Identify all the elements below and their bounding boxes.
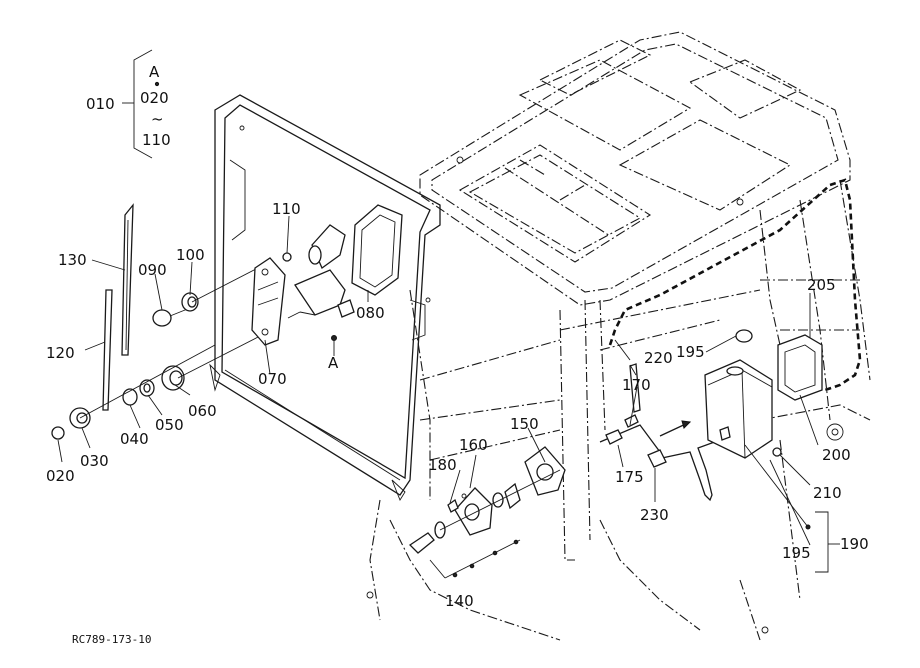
callout-180: 180	[428, 456, 457, 474]
callout-030: 030	[80, 452, 109, 470]
nozzle-body	[408, 482, 521, 554]
callout-195-top: 195	[676, 343, 705, 361]
callout-130: 130	[58, 251, 87, 269]
wiper-bushing	[181, 292, 199, 312]
washer-hose	[599, 339, 721, 502]
callout-195-bottom: 195	[782, 544, 811, 562]
leader-group-140	[444, 539, 521, 579]
callout-230: 230	[640, 506, 669, 524]
motor-cover	[351, 204, 403, 296]
callout-020: 020	[46, 467, 75, 485]
callout-070: 070	[258, 370, 287, 388]
wiper-knob	[152, 307, 191, 327]
callout-170: 170	[622, 376, 651, 394]
nozzle-screw	[447, 498, 459, 513]
bracket-group: 010 A 020 ~ 110	[86, 63, 171, 149]
label-010: 010	[86, 95, 115, 113]
label-bracket-A: A	[149, 63, 160, 81]
leader-group-140b	[429, 559, 446, 579]
callout-110: 110	[272, 200, 301, 218]
washer-tank	[704, 359, 811, 530]
label-bracket-110: 110	[142, 131, 171, 149]
callout-150: 150	[510, 415, 539, 433]
callout-120: 120	[46, 344, 75, 362]
wiper-nut	[51, 426, 65, 440]
callout-100: 100	[176, 246, 205, 264]
callout-090: 090	[138, 261, 167, 279]
wiring-harness	[608, 178, 862, 392]
wiper-arm	[102, 289, 113, 411]
leader-axis-front	[79, 344, 216, 419]
nozzle-plate	[454, 487, 493, 536]
motor-bracket	[251, 257, 286, 346]
leader-axis-nozzle	[439, 469, 561, 531]
callout-060: 060	[188, 402, 217, 420]
callout-050: 050	[155, 416, 184, 434]
flow-arrowhead	[681, 420, 692, 429]
leader-axis-upper	[191, 267, 259, 303]
tank-bracket	[777, 334, 823, 401]
callout-190: 190	[840, 535, 869, 553]
callout-040: 040	[120, 430, 149, 448]
callout-205: 205	[807, 276, 836, 294]
callout-200: 200	[822, 446, 851, 464]
hose-joint	[647, 449, 667, 468]
drawing-reference-id: RC789-173-10	[72, 633, 151, 646]
grommet	[161, 365, 185, 391]
callout-080: 080	[356, 304, 385, 322]
callout-A: A	[328, 354, 339, 372]
label-bracket-range: ~	[151, 110, 164, 128]
leader-lines	[57, 49, 840, 573]
callouts: 130 090 100 110 120 070 080 A 060 050 04…	[46, 200, 869, 610]
wiper-motor	[287, 224, 355, 341]
callout-160: 160	[459, 436, 488, 454]
hose-clip	[735, 329, 753, 343]
front-window-frame	[209, 94, 441, 501]
label-bracket-020: 020	[140, 89, 169, 107]
wiper-blade	[121, 203, 134, 356]
motor-screw	[282, 252, 292, 262]
cab-frame	[366, 31, 871, 641]
callout-210: 210	[813, 484, 842, 502]
callout-175: 175	[615, 468, 644, 486]
callout-140: 140	[445, 592, 474, 610]
tank-bolt	[772, 447, 782, 457]
leader-axis-lower	[177, 334, 263, 379]
callout-220: 220	[644, 349, 673, 367]
